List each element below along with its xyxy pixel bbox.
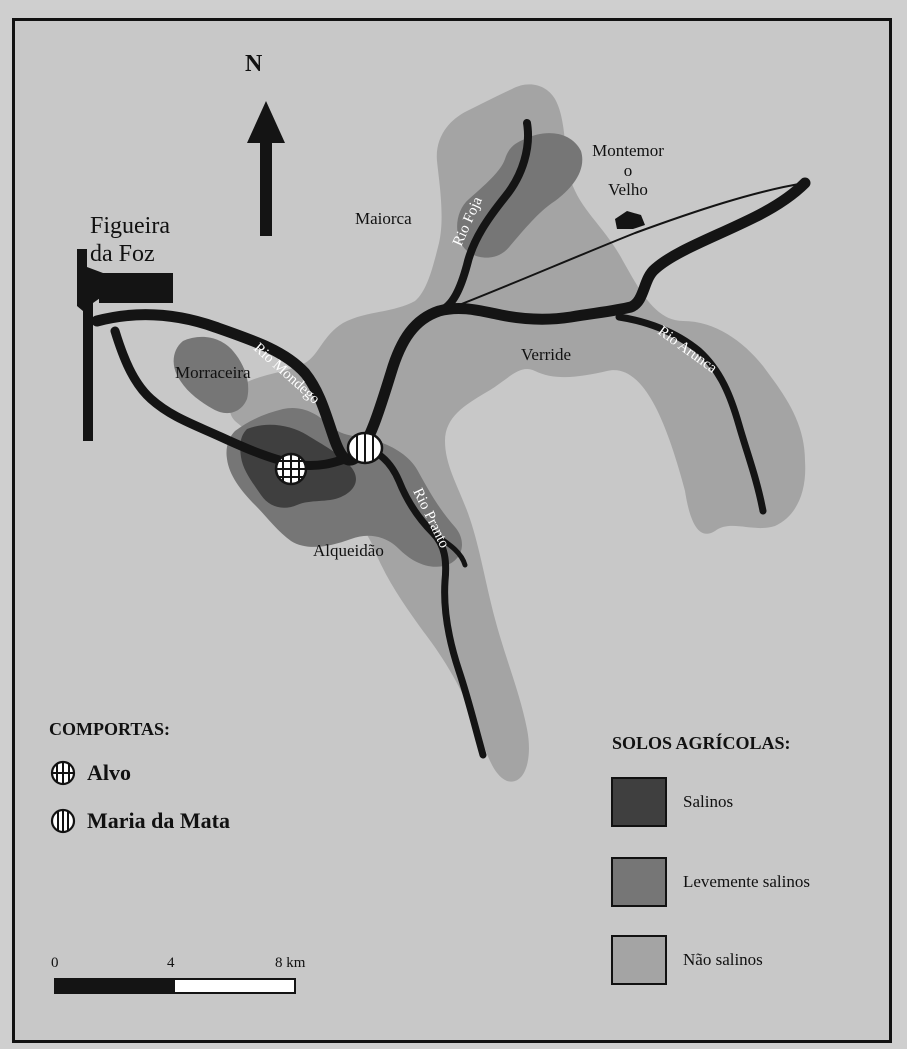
north-arrow [247,101,285,236]
swatch-nao-salinos [611,935,667,985]
scale-label-0: 0 [51,955,59,971]
coast-figueira [77,249,103,441]
river-arunca [615,313,767,515]
town-montemor [615,211,645,229]
soil-levemente-salinos-west [173,336,249,414]
legend-item-alvo: Alvo [49,759,131,787]
map-frame: Rio Foja Rio Mondego Rio Arunca Rio Pran… [12,18,892,1043]
legend-label-alvo: Alvo [87,760,131,786]
scale-bar [54,978,296,994]
place-figueira: Figueira [90,213,170,239]
legend-item-levemente-salinos: Levemente salinos [611,857,810,907]
town-figueira [99,273,173,303]
legend-item-salinos: Salinos [611,777,733,827]
legend-item-maria-da-mata: Maria da Mata [49,807,230,835]
place-verride: Verride [521,345,572,364]
legend-label-salinos: Salinos [683,792,734,812]
place-figueira-line2: da Foz [90,241,155,267]
swatch-levemente-salinos [611,857,667,907]
map-canvas: Rio Foja Rio Mondego Rio Arunca Rio Pran… [54,84,811,994]
river-pranto-branch [430,530,468,568]
river-mondego [91,177,811,466]
place-maiorca: Maiorca [355,209,412,228]
place-montemor-line1: Montemor [592,141,664,160]
river-foja [435,119,532,315]
striped-circle-icon [50,808,76,834]
gate-maria-da-mata-marker [346,431,384,465]
place-montemor-line3: Velho [608,180,648,200]
place-montemor: Montemor o Velho [583,141,673,200]
scale-label-8km: 8 km [275,955,306,971]
legend-comportas-title: COMPORTAS: [49,719,171,739]
swatch-salinos [611,777,667,827]
north-label: N [245,51,263,77]
channel-montemor [458,182,806,306]
legend-label-levemente-salinos: Levemente salinos [683,872,810,892]
scale-label-4: 4 [167,955,175,971]
place-montemor-line2: o [623,160,633,180]
legend-label-nao-salinos: Não salinos [683,950,763,970]
gate-alvo-marker [274,452,308,486]
grid-circle-icon [50,760,76,786]
legend-item-nao-salinos: Não salinos [611,935,763,985]
river-pranto [369,447,487,759]
river-mondego-south-arm [110,326,350,470]
place-alqueidao: Alqueidão [313,541,384,560]
soil-levemente-salinos-north [457,133,583,258]
legend-label-maria-da-mata: Maria da Mata [87,808,230,834]
legend-solos-title: SOLOS AGRÍCOLAS: [612,733,791,753]
place-morraceira: Morraceira [175,363,251,382]
